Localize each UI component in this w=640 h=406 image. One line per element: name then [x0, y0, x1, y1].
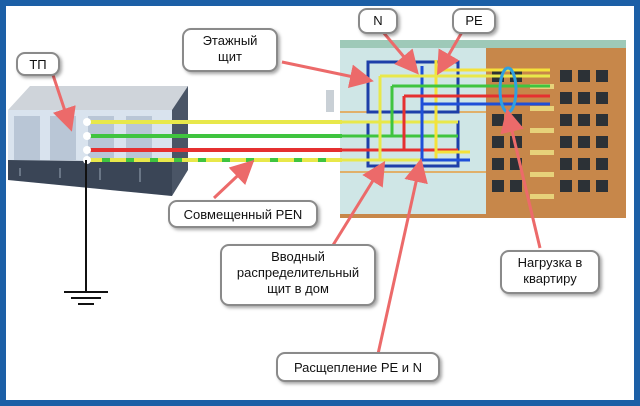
ground-symbol-icon [64, 160, 108, 305]
label-floor-panel: Этажный щит [182, 28, 278, 72]
label-input-panel: Вводный распределительный щит в дом [220, 244, 376, 306]
pointer-arrows [50, 31, 542, 355]
supply-cables [86, 120, 342, 162]
apartment-building-icon [326, 40, 626, 218]
label-n: N [358, 8, 398, 34]
transformer-substation-icon [8, 86, 188, 196]
label-pe: PE [452, 8, 496, 34]
label-split: Расщепление PE и N [276, 352, 440, 382]
label-tp: ТП [16, 52, 60, 76]
label-combined-pen: Совмещенный PEN [168, 200, 318, 228]
label-load: Нагрузка в квартиру [500, 250, 600, 294]
